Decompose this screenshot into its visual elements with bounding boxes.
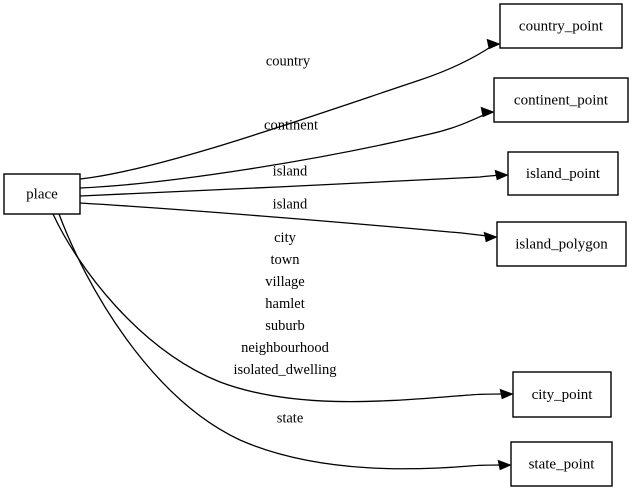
edge-city-label-line: hamlet: [265, 296, 304, 312]
node-country_point[interactable]: country_point: [499, 3, 623, 49]
edge-state-path: [58, 213, 503, 470]
node-state_point[interactable]: state_point: [510, 441, 613, 487]
edge-island-point-path: [79, 174, 500, 197]
edge-city[interactable]: [52, 213, 514, 403]
node-label-island_polygon: island_polygon: [515, 236, 608, 252]
edge-state-arrowhead-icon: [497, 459, 512, 471]
node-continent_point[interactable]: continent_point: [493, 77, 629, 123]
edge-labels-layer: country continent island island city town vill…: [233, 53, 336, 426]
edge-continent-label: continent: [264, 117, 318, 133]
node-box-place: [3, 173, 81, 215]
node-box-island_point: [507, 151, 619, 196]
node-label-city_point: city_point: [532, 387, 594, 403]
node-box-continent_point: [493, 77, 629, 123]
edge-island-point[interactable]: [79, 169, 509, 197]
edge-city-arrowhead-icon: [499, 388, 514, 400]
node-label-state_point: state_point: [529, 456, 596, 472]
edge-island-point-label: island: [273, 163, 308, 179]
edge-city-label-line: town: [271, 252, 301, 268]
edge-city-label-line: city: [274, 230, 296, 246]
edge-city-label-line: village: [265, 274, 304, 290]
edge-country-label: country: [266, 53, 311, 69]
edge-island-polygon-label: island: [273, 196, 308, 212]
edge-city-path: [52, 213, 505, 403]
node-box-state_point: [510, 441, 613, 487]
edge-island-polygon-arrowhead-icon: [483, 231, 498, 243]
node-box-city_point: [512, 371, 612, 418]
nodes-layer: place country_point continent_point island_…: [3, 3, 629, 487]
node-label-continent_point: continent_point: [514, 92, 609, 108]
node-island_polygon[interactable]: island_polygon: [496, 221, 627, 267]
node-city_point[interactable]: city_point: [512, 371, 612, 418]
edge-city-label: city town village hamlet suburb neighbourhood…: [233, 230, 336, 378]
edge-city-label-line: isolated_dwelling: [233, 362, 336, 378]
node-box-island_polygon: [496, 221, 627, 267]
node-label-country_point: country_point: [519, 18, 604, 34]
edge-state-label: state: [277, 410, 304, 426]
node-island_point[interactable]: island_point: [507, 151, 619, 196]
edge-continent-arrowhead-icon: [480, 106, 495, 118]
edge-state[interactable]: [58, 213, 512, 471]
edges-layer: [52, 38, 514, 471]
edge-continent[interactable]: [79, 106, 495, 189]
edge-island-polygon-path: [79, 202, 489, 237]
edge-country[interactable]: [79, 38, 501, 180]
edge-city-label-line: suburb: [265, 318, 304, 334]
edge-island-point-arrowhead-icon: [494, 169, 509, 181]
node-label-island_point: island_point: [526, 166, 601, 182]
edge-country-arrowhead-icon: [486, 38, 501, 50]
node-box-country_point: [499, 3, 623, 49]
edge-country-path: [79, 45, 493, 180]
node-place[interactable]: place: [3, 173, 81, 215]
node-label-place: place: [26, 186, 58, 202]
edge-island-polygon[interactable]: [79, 202, 498, 243]
edge-continent-path: [79, 113, 487, 189]
edge-city-label-line: neighbourhood: [241, 340, 330, 356]
